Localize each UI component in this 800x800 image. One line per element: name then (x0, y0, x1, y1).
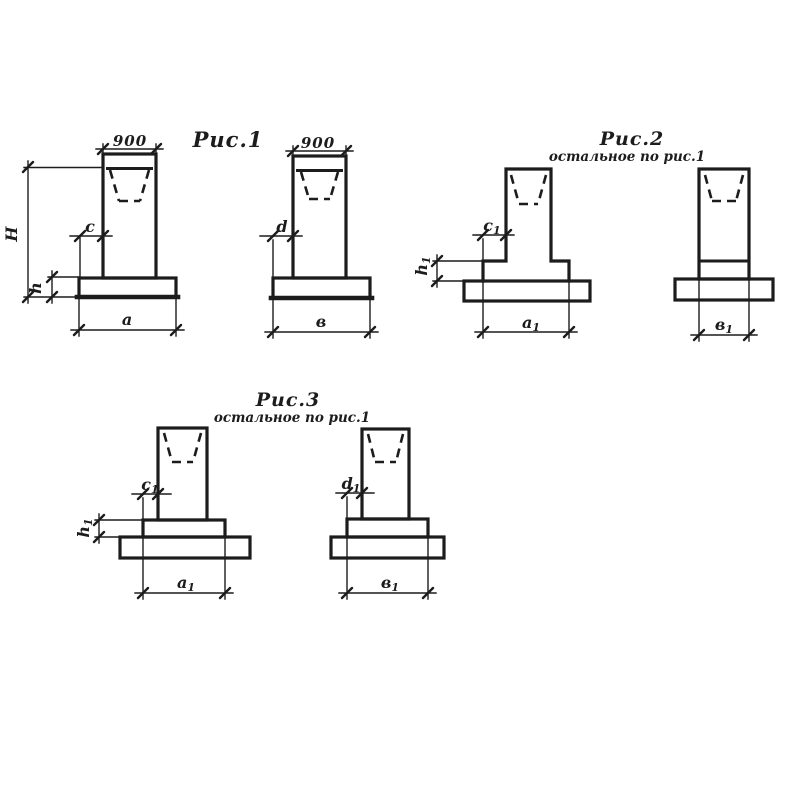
dim-label-a1: a1 (522, 313, 540, 334)
dimension-ticks (692, 328, 756, 342)
dim-label-h1: h1 (412, 256, 433, 275)
figure-1: Рис.1 900 H h c a 900 d в (2, 127, 379, 339)
dim-label-d: d (276, 217, 287, 236)
dimension-ticks (21, 142, 183, 337)
dim-label-H: H (2, 226, 21, 243)
fig3-view-b: d1 в1 (329, 427, 446, 600)
figure-2-note: остальное по рис.1 (549, 149, 705, 165)
base-slab (118, 535, 252, 560)
dim-label-c: c (85, 217, 95, 236)
dim-label-v1: в1 (715, 315, 733, 336)
socket-cavity-dashed (366, 433, 405, 464)
dimension-ticks (340, 486, 435, 600)
dimension-lines (259, 145, 379, 339)
fig1-view-a: 900 H h c a (2, 132, 185, 337)
dimension-lines (335, 492, 437, 600)
step-slab (141, 518, 227, 539)
fig1-view-b: 900 d в (259, 134, 379, 339)
base-slab (329, 535, 446, 560)
dim-label-a1: a1 (177, 573, 195, 594)
socket-cavity-dashed (509, 174, 548, 206)
dim-label-a: a (122, 310, 132, 329)
figure-3: Рис.3 остальное по рис.1 c1 h1 a1 d1 в1 (74, 389, 446, 600)
dim-label-c1: c1 (141, 475, 158, 496)
fig2-view-a: c1 h1 a1 (412, 167, 592, 339)
dimension-ticks (430, 228, 576, 339)
base-slab (271, 276, 372, 300)
dim-label-h1: h1 (74, 518, 95, 537)
fig2-view-b: в1 (673, 167, 775, 342)
base-slab (77, 276, 178, 299)
column-outline (481, 167, 571, 283)
figure-2-caption: Рис.2 (599, 128, 665, 150)
dim-label-d1: d1 (342, 474, 361, 495)
dim-label-900: 900 (301, 134, 335, 152)
dimension-lines (94, 493, 234, 600)
socket-cavity-dashed (703, 174, 745, 203)
dim-label-900: 900 (113, 132, 147, 150)
socket-cavity-dashed (299, 171, 340, 201)
dimension-lines (690, 280, 758, 342)
dimension-lines (432, 234, 578, 339)
base-slab (462, 279, 592, 303)
figure-3-note: остальное по рис.1 (214, 410, 370, 426)
socket-cavity-dashed (108, 169, 151, 203)
dim-label-c1: c1 (483, 216, 500, 237)
figure-2: Рис.2 остальное по рис.1 c1 h1 a1 в1 (412, 128, 775, 342)
socket-cavity-dashed (162, 432, 203, 464)
dimension-ticks (266, 144, 377, 339)
dim-label-v: в (316, 312, 327, 331)
figure-3-caption: Рис.3 (255, 389, 321, 411)
dimension-ticks (92, 487, 232, 600)
dim-label-v1: в1 (381, 573, 399, 594)
step-slab (345, 517, 430, 539)
fig3-view-a: c1 h1 a1 (74, 426, 252, 600)
base-slab (673, 277, 775, 302)
figure-1-caption: Рис.1 (192, 127, 264, 152)
dim-label-h: h (26, 282, 45, 294)
